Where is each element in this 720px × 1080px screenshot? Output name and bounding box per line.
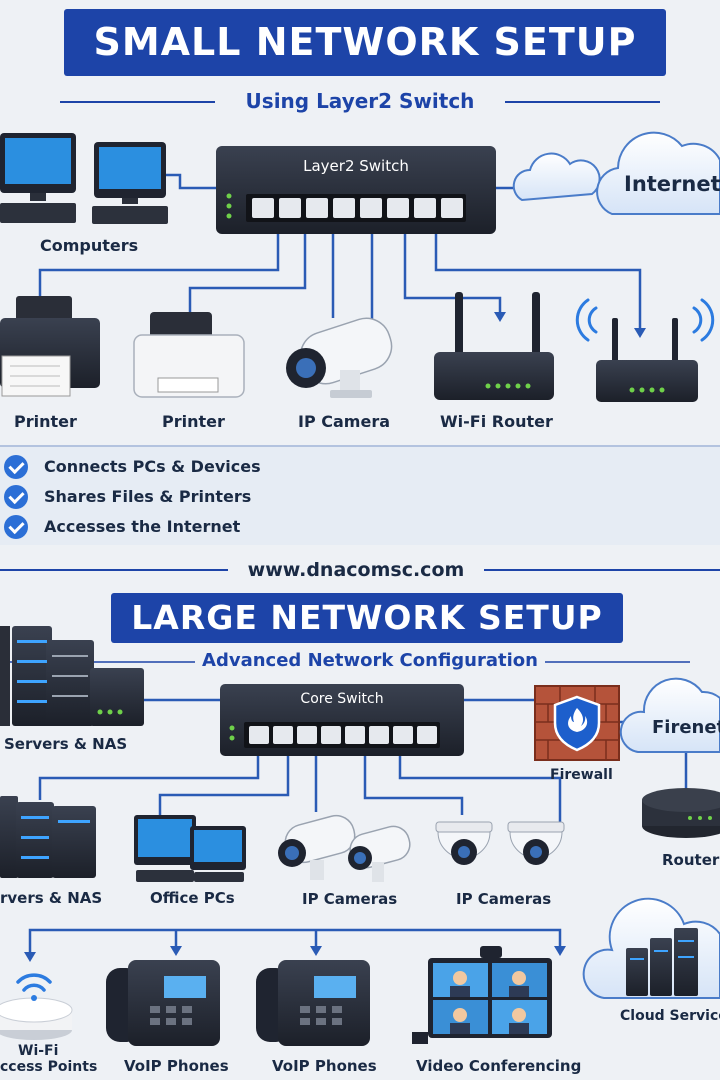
ip-cameras-label: IP Cameras bbox=[456, 890, 552, 908]
voip-phone-icon bbox=[256, 960, 370, 1046]
voip-phones-label: VoIP Phones bbox=[272, 1057, 377, 1075]
printer-icon bbox=[133, 312, 245, 398]
benefit-item: Shares Files & Printers bbox=[44, 487, 252, 506]
servers-nas-label: rvers & NAS bbox=[0, 889, 103, 907]
servers-icon bbox=[0, 796, 96, 878]
firewall-label: Firewall bbox=[550, 767, 613, 783]
video-conferencing-label: Video Conferencing bbox=[416, 1057, 582, 1075]
cloud-services-icon bbox=[582, 897, 720, 999]
office-pcs-icon bbox=[134, 815, 246, 882]
printer-icon bbox=[0, 296, 100, 397]
wifi-access-points-label: Wi-Fi bbox=[18, 1043, 59, 1059]
benefits-panel bbox=[0, 447, 720, 545]
ip-camera-label: IP Camera bbox=[298, 412, 390, 431]
dome-cameras-icon bbox=[435, 821, 565, 865]
internet-cloud-icon bbox=[596, 131, 720, 215]
router-icon bbox=[642, 788, 720, 838]
core-switch-icon bbox=[220, 684, 464, 756]
voip-phones-label: VoIP Phones bbox=[124, 1057, 229, 1075]
wireless-router-icon bbox=[575, 298, 715, 402]
internet-label: Internet bbox=[624, 172, 720, 196]
cloud-icon bbox=[512, 152, 601, 202]
ip-cameras-label: IP Cameras bbox=[302, 890, 398, 908]
check-icon bbox=[4, 455, 28, 479]
voip-phone-icon bbox=[106, 960, 220, 1046]
large-connection-lines bbox=[28, 698, 688, 955]
ip-cameras-icon bbox=[278, 814, 411, 882]
wifi-access-point-icon bbox=[0, 973, 73, 1040]
video-conferencing-icon bbox=[412, 946, 552, 1044]
small-network-subtitle: Using Layer2 Switch bbox=[245, 89, 475, 113]
large-network-subtitle: Advanced Network Configuration bbox=[202, 650, 538, 671]
large-arrowheads bbox=[24, 946, 566, 962]
firenet-cloud-icon bbox=[619, 677, 720, 753]
check-icon bbox=[4, 515, 28, 539]
router-label: Router bbox=[662, 851, 720, 869]
computers-icon bbox=[0, 133, 168, 224]
layer2-switch-label: Layer2 Switch bbox=[303, 157, 409, 175]
servers-nas-label: Servers & NAS bbox=[4, 735, 128, 753]
office-pcs-label: Office PCs bbox=[150, 889, 235, 907]
core-switch-label: Core Switch bbox=[300, 691, 384, 707]
check-icon bbox=[4, 485, 28, 509]
layer2-switch-icon bbox=[216, 146, 496, 234]
wifi-access-points-label: ccess Points bbox=[0, 1059, 98, 1075]
firewall-icon bbox=[534, 685, 620, 761]
large-network-title: LARGE NETWORK SETUP bbox=[111, 593, 623, 643]
benefit-item: Accesses the Internet bbox=[44, 517, 241, 536]
wifi-router-label: Wi-Fi Router bbox=[440, 412, 553, 431]
servers-icon bbox=[0, 626, 144, 726]
printer-label: Printer bbox=[162, 412, 225, 431]
benefit-item: Connects PCs & Devices bbox=[44, 457, 261, 476]
small-network-title: SMALL NETWORK SETUP bbox=[64, 9, 666, 76]
cloud-services-label: Cloud Service bbox=[620, 1008, 720, 1024]
firenet-label: Firenet bbox=[652, 717, 720, 738]
wifi-router-icon bbox=[434, 292, 554, 400]
computers-label: Computers bbox=[40, 236, 139, 255]
printer-label: Printer bbox=[14, 412, 77, 431]
ip-camera-icon bbox=[286, 317, 393, 398]
website-url: www.dnacomsc.com bbox=[247, 559, 465, 581]
